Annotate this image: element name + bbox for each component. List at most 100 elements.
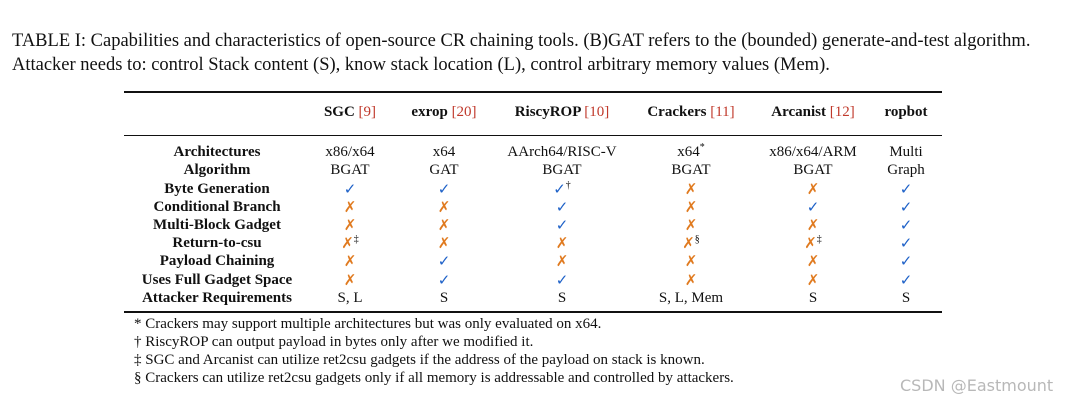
- checkmark-icon: ✓: [899, 198, 913, 216]
- checkmark-icon: ✓: [555, 216, 569, 234]
- column-header-riscyrop: RiscyROP [10]: [487, 104, 637, 121]
- cross-icon: ✗‡: [341, 234, 359, 252]
- footnote-ret2csu-memory: § Crackers can utilize ret2csu gadgets o…: [134, 370, 734, 386]
- table-cell: S: [901, 290, 911, 306]
- row-label: Return-to-csu: [172, 235, 262, 251]
- table-cell: S, L: [337, 290, 363, 306]
- cross-icon: ✗§: [682, 234, 700, 252]
- citation-link[interactable]: [9]: [358, 104, 377, 120]
- table-row-multi-block-gadget: Multi-Block Gadget ✗ ✗ ✓ ✗ ✗ ✓: [124, 216, 942, 234]
- column-header-sgc: SGC [9]: [300, 104, 400, 121]
- table-top-rule: [124, 91, 942, 93]
- table-row-return-to-csu: Return-to-csu ✗‡ ✗ ✗ ✗§ ✗‡ ✓: [124, 234, 942, 252]
- table-row-architectures: Architectures x86/x64 x64 AArch64/RISC-V x64…: [124, 143, 942, 161]
- checkmark-icon: ✓: [899, 252, 913, 270]
- footnote-marker: †: [565, 180, 571, 191]
- table-cell: x64*: [677, 142, 705, 161]
- checkmark-icon: ✓: [899, 216, 913, 234]
- checkmark-icon: ✓: [555, 271, 569, 289]
- checkmark-icon: ✓: [437, 180, 451, 198]
- table-row-payload-chaining: Payload Chaining ✗ ✓ ✗ ✗ ✗ ✓: [124, 252, 942, 270]
- checkmark-icon: ✓: [343, 180, 357, 198]
- row-label: Payload Chaining: [159, 253, 275, 269]
- cross-icon: ✗: [343, 252, 357, 270]
- footnote-marker: §: [694, 234, 700, 245]
- footnote-marker: ‡: [353, 234, 359, 245]
- table-cell: x64: [432, 144, 456, 160]
- table-cell: BGAT: [671, 162, 711, 178]
- footnote-ret2csu-known: ‡ SGC and Arcanist can utilize ret2csu g…: [134, 352, 705, 368]
- cross-icon: ✗: [806, 180, 820, 198]
- column-header-exrop: exrop [20]: [404, 104, 484, 121]
- row-label: Byte Generation: [164, 181, 270, 197]
- table-cell: S, L, Mem: [658, 290, 724, 306]
- cross-icon: ✗: [806, 216, 820, 234]
- footnote-marker: ‡: [816, 234, 822, 245]
- cross-icon: ✗: [437, 234, 451, 252]
- column-header-crackers: Crackers [11]: [631, 104, 751, 121]
- table-cell: x86/x64: [325, 144, 375, 160]
- cross-icon: ✗: [684, 252, 698, 270]
- table-cell: S: [439, 290, 449, 306]
- cross-icon: ✗‡: [804, 234, 822, 252]
- cross-icon: ✗: [343, 216, 357, 234]
- column-header-name: ropbot: [884, 104, 928, 120]
- checkmark-icon: ✓†: [553, 180, 571, 198]
- table-row-attacker-requirements: Attacker Requirements S, L S S S, L, Mem S S: [124, 289, 942, 307]
- footnote-architectures: * Crackers may support multiple architec…: [134, 316, 602, 332]
- column-header-arcanist: Arcanist [12]: [748, 104, 878, 121]
- cross-icon: ✗: [684, 216, 698, 234]
- column-header-name: Crackers: [647, 104, 707, 120]
- cross-icon: ✗: [437, 216, 451, 234]
- checkmark-icon: ✓: [899, 271, 913, 289]
- row-label: Multi-Block Gadget: [153, 217, 281, 233]
- table-bottom-rule: [124, 311, 942, 313]
- table-cell: GAT: [429, 162, 459, 178]
- citation-link[interactable]: [12]: [829, 104, 855, 120]
- table-footnotes: * Crackers may support multiple architec…: [134, 315, 734, 387]
- row-label: Architectures: [173, 144, 261, 160]
- row-label: Attacker Requirements: [142, 290, 292, 306]
- table-caption: TABLE I: Capabilities and characteristic…: [12, 31, 1031, 75]
- row-label: Uses Full Gadget Space: [141, 272, 293, 288]
- checkmark-icon: ✓: [899, 234, 913, 252]
- cross-icon: ✗: [684, 271, 698, 289]
- citation-link[interactable]: [20]: [451, 104, 477, 120]
- column-header-name: SGC: [323, 104, 355, 120]
- watermark: CSDN @Eastmount: [900, 376, 1054, 395]
- table-row-byte-generation: Byte Generation ✓ ✓ ✓† ✗ ✗ ✓: [124, 180, 942, 198]
- row-label: Algorithm: [183, 162, 251, 178]
- column-header-name: Arcanist: [771, 104, 826, 120]
- cross-icon: ✗: [555, 234, 569, 252]
- checkmark-icon: ✓: [899, 180, 913, 198]
- table-cell: x86/x64/ARM: [769, 144, 857, 160]
- cross-icon: ✗: [343, 271, 357, 289]
- cross-icon: ✗: [684, 180, 698, 198]
- column-header-name: RiscyROP: [514, 104, 581, 120]
- citation-link[interactable]: [11]: [710, 104, 735, 120]
- table-cell: BGAT: [793, 162, 833, 178]
- column-header-ropbot: ropbot: [871, 104, 941, 121]
- table-cell: S: [557, 290, 567, 306]
- row-label: Conditional Branch: [153, 199, 281, 215]
- cross-icon: ✗: [806, 271, 820, 289]
- cross-icon: ✗: [437, 198, 451, 216]
- table-cell: Multi: [889, 144, 923, 160]
- cross-icon: ✗: [555, 252, 569, 270]
- cross-icon: ✗: [684, 198, 698, 216]
- footnote-riscyrop: † RiscyROP can output payload in bytes o…: [134, 334, 534, 350]
- table-cell: BGAT: [330, 162, 370, 178]
- citation-link[interactable]: [10]: [584, 104, 610, 120]
- table-cell: AArch64/RISC-V: [507, 144, 617, 160]
- table-cell: S: [808, 290, 818, 306]
- table-cell: BGAT: [542, 162, 582, 178]
- checkmark-icon: ✓: [806, 198, 820, 216]
- checkmark-icon: ✓: [437, 271, 451, 289]
- table-header-rule: [124, 135, 942, 136]
- column-header-name: exrop: [411, 104, 448, 120]
- cross-icon: ✗: [806, 252, 820, 270]
- footnote-marker: *: [699, 142, 705, 153]
- checkmark-icon: ✓: [437, 252, 451, 270]
- table-row-conditional-branch: Conditional Branch✗✗✓✗✓✓: [124, 198, 942, 216]
